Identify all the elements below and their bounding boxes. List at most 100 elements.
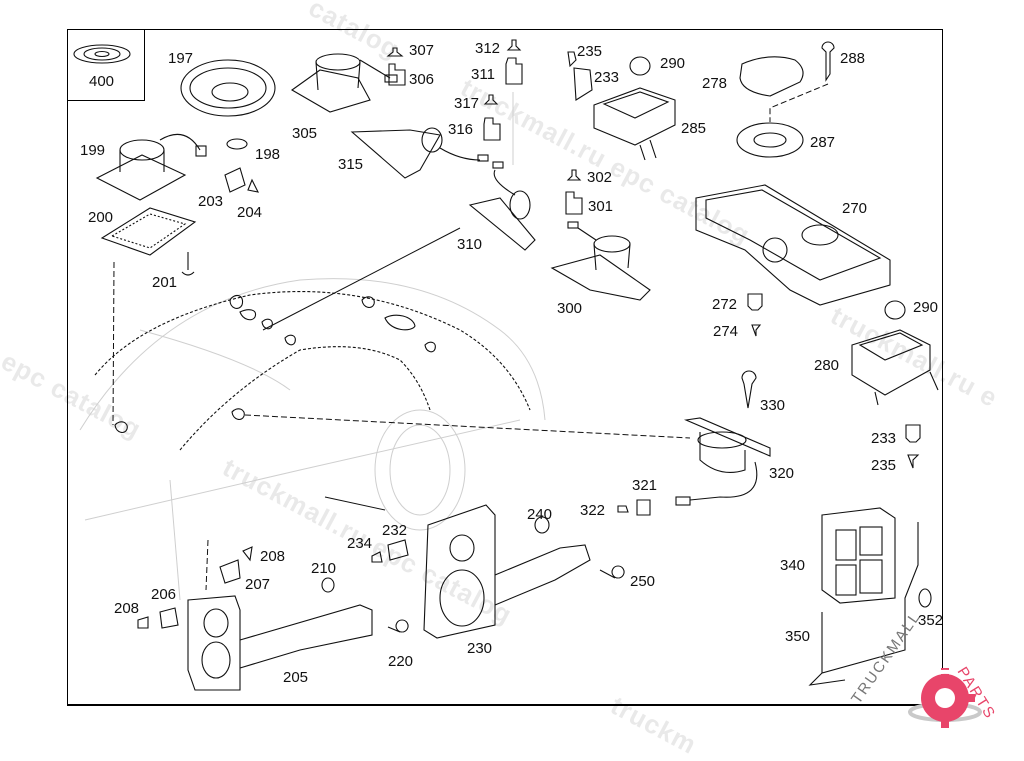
part-287-drawing [736, 122, 804, 158]
part-201-drawing [181, 252, 195, 276]
part-302-drawing [566, 169, 582, 181]
part-306-drawing [388, 63, 406, 86]
part-label-280[interactable]: 280 [814, 357, 840, 374]
part-label-300[interactable]: 300 [557, 300, 583, 317]
part-label-198[interactable]: 198 [255, 146, 281, 163]
part-208-drawing [137, 616, 149, 629]
part-label-330[interactable]: 330 [760, 397, 786, 414]
part-label-310[interactable]: 310 [457, 236, 483, 253]
part-label-234[interactable]: 234 [347, 535, 373, 552]
part-315-drawing [350, 127, 489, 179]
part-301-drawing [565, 191, 583, 215]
part-230-drawing [423, 504, 591, 639]
part-label-311[interactable]: 311 [471, 66, 495, 83]
part-285-drawing [593, 87, 676, 161]
part-label-352[interactable]: 352 [918, 612, 944, 629]
part-label-270[interactable]: 270 [842, 200, 868, 217]
part-label-290[interactable]: 290 [660, 55, 686, 72]
part-210-drawing [321, 577, 335, 593]
part-label-320[interactable]: 320 [769, 465, 795, 482]
part-label-287[interactable]: 287 [810, 134, 836, 151]
part-321-drawing [636, 499, 651, 516]
part-198-drawing [226, 138, 248, 150]
part-label-210[interactable]: 210 [311, 560, 337, 577]
part-label-206[interactable]: 206 [151, 586, 177, 603]
part-274-drawing [751, 324, 762, 337]
part-235-drawing [567, 51, 577, 68]
part-288-drawing [821, 41, 835, 82]
part-label-312[interactable]: 312 [475, 40, 501, 57]
part-label-305[interactable]: 305 [292, 125, 318, 142]
part-label-233[interactable]: 233 [594, 69, 620, 86]
part-278-drawing [739, 56, 804, 97]
part-label-272[interactable]: 272 [712, 296, 738, 313]
part-label-230[interactable]: 230 [467, 640, 493, 657]
part-240-drawing [534, 516, 550, 534]
part-label-201[interactable]: 201 [152, 274, 178, 291]
part-290-drawing [629, 56, 651, 76]
part-label-285[interactable]: 285 [681, 120, 707, 137]
part-label-315[interactable]: 315 [338, 156, 364, 173]
part-label-235[interactable]: 235 [871, 457, 897, 474]
part-label-208[interactable]: 208 [260, 548, 286, 565]
part-317-drawing [483, 94, 499, 105]
part-label-200[interactable]: 200 [88, 209, 114, 226]
part-270-drawing [695, 184, 891, 306]
cd-disc-icon [73, 44, 131, 64]
part-322-drawing [617, 505, 629, 513]
part-label-199[interactable]: 199 [80, 142, 106, 159]
part-label-233[interactable]: 233 [871, 430, 897, 447]
part-307-drawing [386, 47, 404, 57]
part-208-drawing [242, 546, 253, 562]
part-350-drawing [808, 522, 919, 686]
part-label-197[interactable]: 197 [168, 50, 194, 67]
part-320-drawing [675, 417, 771, 506]
part-label-302[interactable]: 302 [587, 169, 613, 186]
part-label-350[interactable]: 350 [785, 628, 811, 645]
part-label-288[interactable]: 288 [840, 50, 866, 67]
part-label-208[interactable]: 208 [114, 600, 140, 617]
part-label-232[interactable]: 232 [382, 522, 408, 539]
part-199-drawing [95, 133, 207, 201]
part-280-drawing [851, 329, 939, 406]
part-204-drawing [247, 178, 259, 193]
frame-bottom-rule [67, 704, 945, 706]
part-312-drawing [506, 39, 522, 51]
part-label-235[interactable]: 235 [577, 43, 603, 60]
part-205-drawing [187, 595, 373, 691]
part-250-drawing [599, 565, 625, 579]
part-310-drawing [468, 161, 536, 251]
part-label-220[interactable]: 220 [388, 653, 414, 670]
part-label-340[interactable]: 340 [780, 557, 806, 574]
part-label-203[interactable]: 203 [198, 193, 224, 210]
part-272-drawing [747, 293, 763, 311]
leader-288 [769, 83, 829, 122]
part-label-274[interactable]: 274 [713, 323, 739, 340]
part-label-278[interactable]: 278 [702, 75, 728, 92]
part-197-drawing [180, 59, 276, 117]
part-300-drawing [550, 221, 651, 301]
part-label-321[interactable]: 321 [632, 477, 658, 494]
part-label-204[interactable]: 204 [237, 204, 263, 221]
part-340-drawing [821, 507, 896, 604]
part-label-317[interactable]: 317 [454, 95, 480, 112]
car-outline [79, 278, 546, 601]
part-200-drawing [100, 207, 197, 256]
part-label-301[interactable]: 301 [588, 198, 614, 215]
part-label-250[interactable]: 250 [630, 573, 656, 590]
part-label-207[interactable]: 207 [245, 576, 271, 593]
part-label-307[interactable]: 307 [409, 42, 435, 59]
inset-box-400 [67, 29, 145, 101]
part-233-drawing [573, 67, 593, 101]
part-label-205[interactable]: 205 [283, 669, 309, 686]
part-label-240[interactable]: 240 [527, 506, 553, 523]
part-label-322[interactable]: 322 [580, 502, 606, 519]
part-330-drawing [741, 370, 757, 409]
part-316-drawing [483, 117, 501, 141]
part-label-306[interactable]: 306 [409, 71, 435, 88]
part-label-316[interactable]: 316 [448, 121, 474, 138]
part-label-290[interactable]: 290 [913, 299, 939, 316]
inset-part-label[interactable]: 400 [89, 73, 115, 90]
